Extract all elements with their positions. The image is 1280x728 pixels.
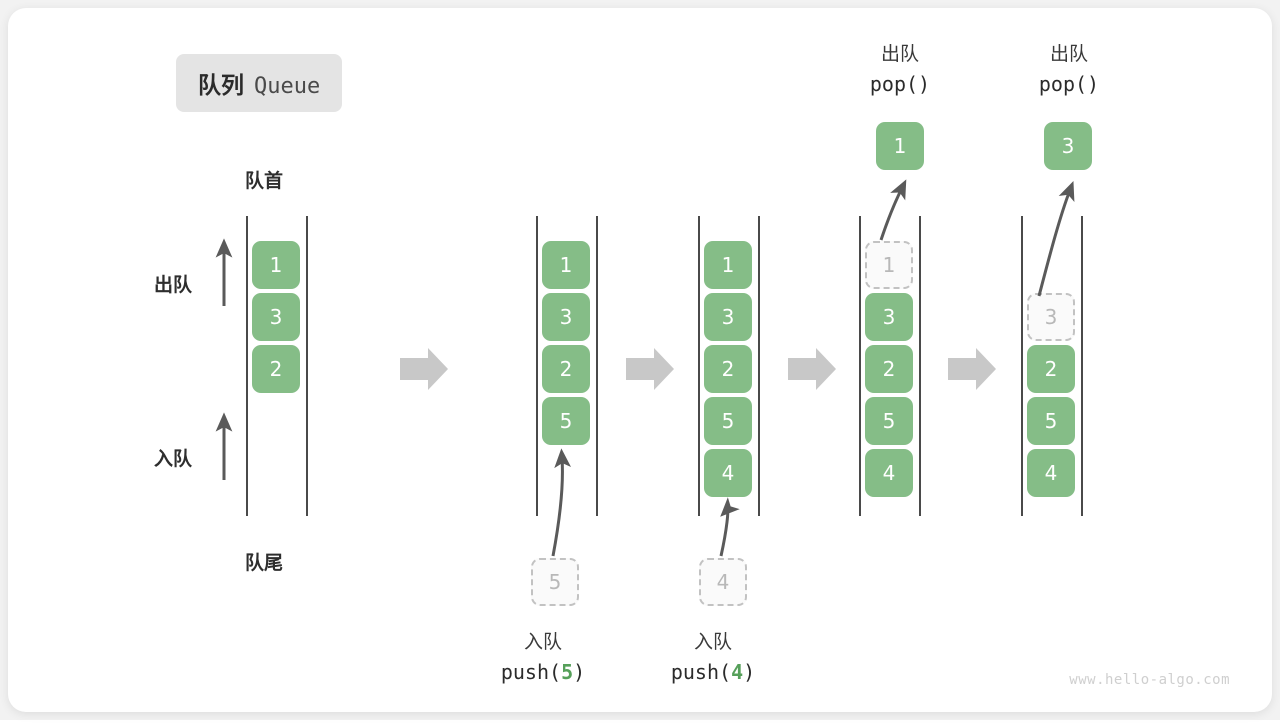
queue-cell: 5 bbox=[704, 397, 752, 445]
title-english: Queue bbox=[254, 74, 321, 99]
queue-column-push-5: 1 3 2 5 bbox=[536, 216, 598, 516]
queue-cell: 3 bbox=[865, 293, 913, 341]
diagram-card: 队列 Queue 队首 队尾 出队 入队 1 3 2 1 3 2 5 5 入队 … bbox=[8, 8, 1272, 712]
queue-cell: 5 bbox=[1027, 397, 1075, 445]
queue-cell: 3 bbox=[542, 293, 590, 341]
pop-3-caption: 出队 pop() bbox=[974, 40, 1164, 100]
push-4-caption-code: push(4) bbox=[670, 660, 756, 685]
push-4-caption-cn: 入队 bbox=[693, 632, 732, 653]
push-5-caption-cn: 入队 bbox=[523, 632, 562, 653]
queue-rail-right bbox=[306, 216, 308, 516]
pop-1-caption-cn: 出队 bbox=[880, 44, 919, 65]
diagram-title-badge: 队列 Queue bbox=[176, 54, 343, 112]
transition-arrow bbox=[626, 348, 674, 390]
queue-rail-right bbox=[1081, 216, 1083, 516]
queue-cell: 2 bbox=[704, 345, 752, 393]
queue-rail-left bbox=[536, 216, 538, 516]
queue-cell: 4 bbox=[704, 449, 752, 497]
push-4-arrow bbox=[719, 497, 740, 557]
queue-cell: 4 bbox=[1027, 449, 1075, 497]
queue-column-pop-1: 1 3 2 5 4 bbox=[859, 216, 921, 516]
transition-arrow bbox=[788, 348, 836, 390]
title-chinese: 队列 bbox=[198, 72, 244, 98]
dequeue-direction-label: 出队 bbox=[154, 275, 193, 296]
queue-cell: 1 bbox=[704, 241, 752, 289]
popped-slot-ghost: 3 bbox=[1027, 293, 1075, 341]
push-5-caption: 入队 push(5) bbox=[448, 628, 638, 688]
queue-column-initial: 1 3 2 bbox=[246, 216, 308, 516]
queue-cell: 3 bbox=[704, 293, 752, 341]
popped-slot-ghost: 1 bbox=[865, 241, 913, 289]
queue-column-push-4: 1 3 2 5 4 bbox=[698, 216, 760, 516]
queue-rail-left bbox=[1021, 216, 1023, 516]
queue-rail-right bbox=[758, 216, 760, 516]
queue-column-pop-3: 3 2 5 4 bbox=[1021, 216, 1083, 516]
queue-cell: 2 bbox=[865, 345, 913, 393]
transition-arrow bbox=[400, 348, 448, 390]
queue-cell: 2 bbox=[252, 345, 300, 393]
pop-3-caption-code: pop() bbox=[1038, 72, 1100, 97]
queue-cell: 3 bbox=[252, 293, 300, 341]
queue-rail-right bbox=[919, 216, 921, 516]
arrow-overlay bbox=[215, 179, 1075, 557]
queue-rail-left bbox=[246, 216, 248, 516]
queue-cell: 5 bbox=[865, 397, 913, 445]
queue-cell: 2 bbox=[542, 345, 590, 393]
incoming-element-ghost: 4 bbox=[699, 558, 747, 606]
watermark: www.hello-algo.com bbox=[1069, 672, 1230, 688]
rear-label: 队尾 bbox=[245, 553, 284, 574]
queue-cell: 4 bbox=[865, 449, 913, 497]
queue-cell: 1 bbox=[542, 241, 590, 289]
queue-rail-left bbox=[698, 216, 700, 516]
transition-arrow bbox=[948, 348, 996, 390]
queue-cell: 2 bbox=[1027, 345, 1075, 393]
queue-cell: 1 bbox=[252, 241, 300, 289]
pop-3-caption-cn: 出队 bbox=[1049, 44, 1088, 65]
enqueue-direction-label: 入队 bbox=[154, 449, 193, 470]
queue-rail-right bbox=[596, 216, 598, 516]
pop-1-caption: 出队 pop() bbox=[805, 40, 995, 100]
popped-element: 3 bbox=[1044, 122, 1092, 170]
push-4-caption: 入队 push(4) bbox=[618, 628, 808, 688]
front-label: 队首 bbox=[245, 171, 284, 192]
incoming-element-ghost: 5 bbox=[531, 558, 579, 606]
popped-element: 1 bbox=[876, 122, 924, 170]
queue-rail-left bbox=[859, 216, 861, 516]
queue-cell: 5 bbox=[542, 397, 590, 445]
pop-1-caption-code: pop() bbox=[869, 72, 931, 97]
push-5-caption-code: push(5) bbox=[500, 660, 586, 685]
